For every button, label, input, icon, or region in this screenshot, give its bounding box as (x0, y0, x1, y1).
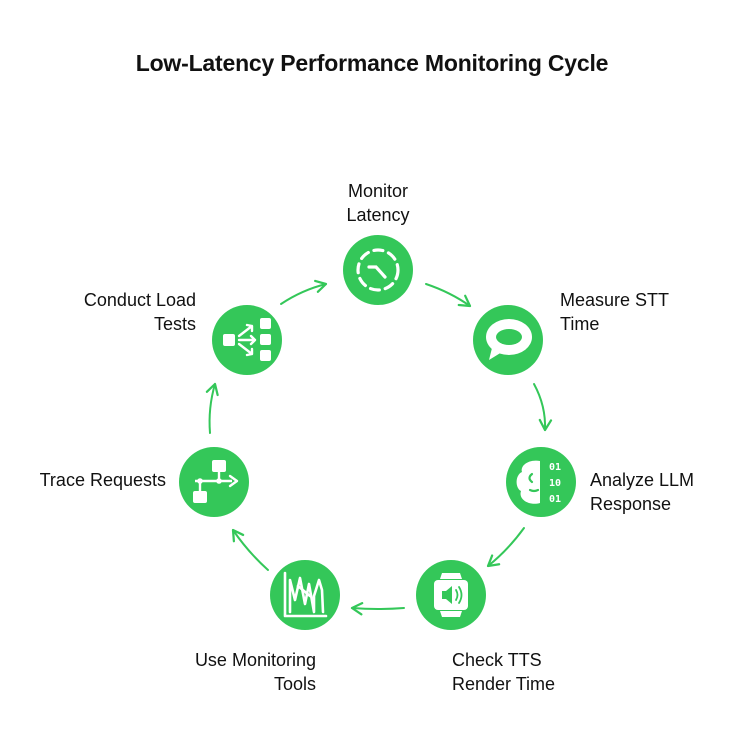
arrow-trace-to-load (205, 382, 219, 434)
step-node-measure-stt (473, 305, 543, 375)
step-node-conduct-load-tests (212, 305, 282, 375)
arrow-llm-to-tts (486, 527, 525, 568)
dashed-circle-clock-icon (356, 248, 400, 292)
step-label-use-monitoring-tools: Use Monitoring Tools (160, 648, 316, 696)
step-label-check-tts: Check TTS Render Time (452, 648, 555, 696)
step-label-line: Tools (273, 674, 316, 694)
step-node-monitor-latency (343, 235, 413, 305)
step-label-line: Tests (153, 314, 196, 334)
step-label-line: Analyze LLM (590, 470, 695, 490)
step-node-use-monitoring-tools (270, 560, 340, 630)
step-label-trace-requests: Trace Requests (10, 468, 166, 492)
waveform-chart-icon (283, 571, 328, 618)
step-label-line: Conduct Load (83, 290, 196, 310)
step-label-conduct-load-tests: Conduct Load Tests (40, 288, 196, 336)
step-node-check-tts (416, 560, 486, 630)
step-label-line: Trace Requests (39, 470, 166, 490)
step-label-line: Check TTS (452, 650, 542, 670)
step-label-line: Render Time (452, 674, 556, 694)
arrow-load-to-monitor (280, 279, 328, 305)
binary-digits-row: 01 (549, 494, 561, 505)
step-label-line: Measure STT (560, 290, 670, 310)
load-distribution-icon (223, 318, 271, 361)
step-label-line: Latency (346, 205, 410, 225)
binary-digits-row: 01 (549, 462, 561, 473)
step-label-monitor-latency: Monitor Latency (328, 179, 428, 227)
step-label-line: Response (590, 494, 672, 514)
arrow-tools-to-trace (231, 528, 269, 571)
binary-digits-row: 10 (549, 478, 561, 489)
arrow-tts-to-tools (350, 602, 405, 616)
step-node-analyze-llm: 01 10 01 (506, 447, 576, 517)
smartwatch-speaker-icon (434, 573, 468, 617)
diagram-title: Low-Latency Performance Monitoring Cycle (135, 50, 609, 76)
flowchart-icon (193, 460, 239, 503)
arrow-monitor-to-stt (425, 283, 472, 308)
brain-binary-icon: 01 10 01 (516, 460, 561, 505)
step-label-line: Time (560, 314, 600, 334)
arrow-stt-to-llm (533, 383, 553, 432)
step-label-measure-stt: Measure STT Time (560, 288, 669, 336)
step-label-analyze-llm: Analyze LLM Response (590, 468, 694, 516)
step-label-line: Use Monitoring (194, 650, 316, 670)
step-node-trace-requests (179, 447, 249, 517)
step-label-line: Monitor (347, 181, 409, 201)
speech-bubble-icon (486, 319, 532, 360)
